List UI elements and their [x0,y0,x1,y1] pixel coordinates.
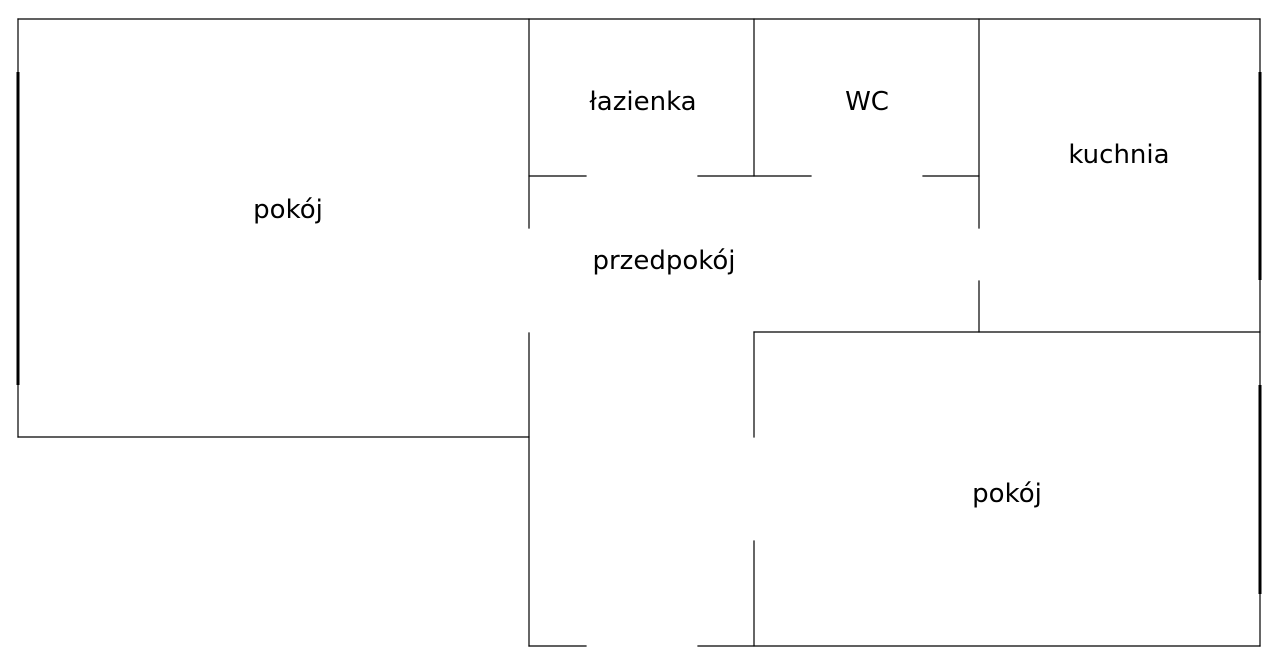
room-label-living-left: pokój [253,195,323,225]
room-label-bathroom: łazienka [589,87,697,117]
room-label-kitchen: kuchnia [1068,140,1170,170]
room-label-living-right: pokój [972,479,1042,509]
windows [16,72,1262,594]
room-label-hallway: przedpokój [592,246,736,276]
room-label-wc: WC [845,87,889,117]
